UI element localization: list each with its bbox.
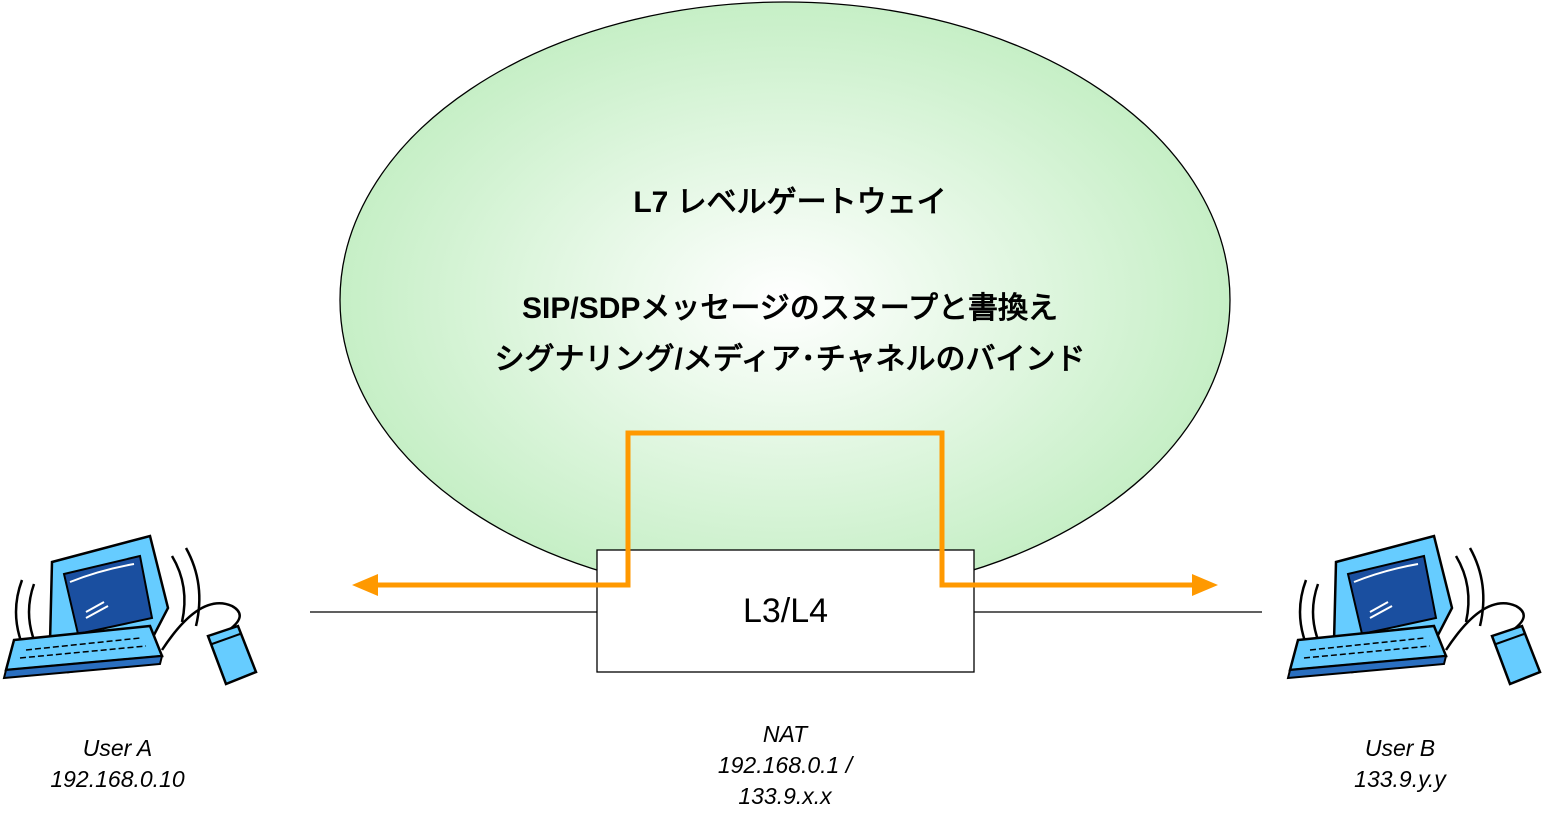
- nat-caption: NAT 192.168.0.1 / 133.9.x.x: [640, 719, 930, 812]
- computer-icon: [1286, 534, 1542, 686]
- gateway-title: L7 レベルゲートウェイ: [633, 186, 947, 219]
- user-a-name: User A: [82, 735, 153, 761]
- user-b-caption: User B 133.9.y.y: [1290, 733, 1510, 795]
- nat-ip-line-2: 133.9.x.x: [738, 783, 832, 809]
- computer-icon: [2, 534, 258, 686]
- user-b-ip: 133.9.y.y: [1354, 766, 1446, 792]
- media-path: [372, 430, 1198, 588]
- nat-box-label: L3/L4: [742, 592, 829, 630]
- arrow-left-head: [352, 574, 378, 596]
- nat-ip-line-1: 192.168.0.1 /: [717, 752, 853, 778]
- user-a-ip: 192.168.0.10: [50, 766, 185, 792]
- nat-name: NAT: [762, 721, 808, 747]
- gateway-line-1: SIP/SDPメッセージのスヌープと書換え: [522, 292, 1058, 325]
- arrow-right-head: [1192, 574, 1218, 596]
- nat-box: [596, 549, 975, 673]
- user-a-caption: User A 192.168.0.10: [0, 733, 235, 795]
- gateway-line-2: シグナリング/メディア･チャネルのバインド: [494, 343, 1086, 376]
- user-b-name: User B: [1364, 735, 1436, 761]
